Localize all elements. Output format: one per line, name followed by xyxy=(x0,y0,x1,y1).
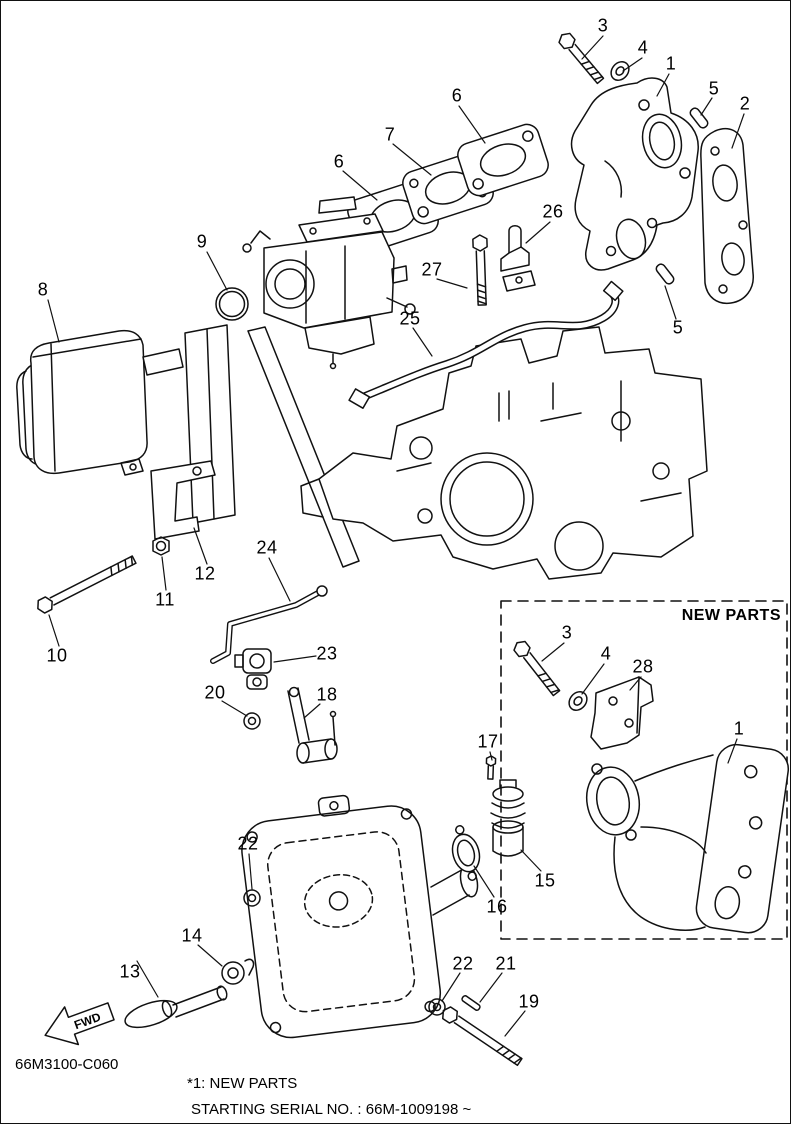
gasket-6-upper xyxy=(457,123,549,197)
washer-20 xyxy=(243,712,261,730)
bracket-12 xyxy=(150,460,216,540)
gasket-16 xyxy=(451,825,481,881)
new-parts-inset xyxy=(500,600,790,940)
intake-manifold-new xyxy=(585,743,790,934)
footnote-starting-serial: STARTING SERIAL NO. : 66M-1009198 ~ xyxy=(191,1101,472,1118)
fuel-hose-25 xyxy=(348,280,624,409)
new-parts-inset-title: NEW PARTS xyxy=(681,607,781,624)
fwd-arrow: FWD xyxy=(44,1002,115,1046)
air-box xyxy=(241,794,442,1039)
link-rod-24 xyxy=(210,585,328,664)
carburetor xyxy=(242,196,416,370)
engine-block xyxy=(300,326,708,580)
bolt-19 xyxy=(442,1006,523,1067)
washer-22-right xyxy=(428,998,446,1016)
starter-knob-13 xyxy=(124,985,228,1029)
mounting-panel xyxy=(184,324,236,524)
nut-11 xyxy=(152,536,170,556)
silencer-cover-8 xyxy=(16,329,184,476)
lever-18 xyxy=(287,686,338,764)
bracket-28 xyxy=(590,676,654,750)
washer-4 xyxy=(610,61,630,81)
pin-21 xyxy=(461,995,481,1011)
footnote-new-parts: *1: NEW PARTS xyxy=(187,1075,298,1092)
bolt-10 xyxy=(37,555,137,614)
leader-lines xyxy=(47,35,745,1037)
diagram-code: 66M3100-C060 xyxy=(15,1056,119,1073)
pin-5-upper xyxy=(689,107,709,129)
clamp-23 xyxy=(234,648,272,690)
carburetor-stay xyxy=(247,326,360,568)
bolt-3-inset xyxy=(513,640,561,697)
bushing-14 xyxy=(221,958,255,985)
bolt-27 xyxy=(472,234,488,306)
washer-22-left xyxy=(243,889,261,907)
gasket-2 xyxy=(700,127,754,305)
intake-manifold xyxy=(570,77,699,271)
screw-17 xyxy=(485,755,497,780)
bolt-3 xyxy=(558,32,605,85)
washer-4-inset xyxy=(568,691,588,711)
o-ring-9 xyxy=(215,287,249,321)
pin-5-lower xyxy=(655,263,675,285)
clip-26 xyxy=(500,225,536,292)
joint-15 xyxy=(490,779,526,857)
